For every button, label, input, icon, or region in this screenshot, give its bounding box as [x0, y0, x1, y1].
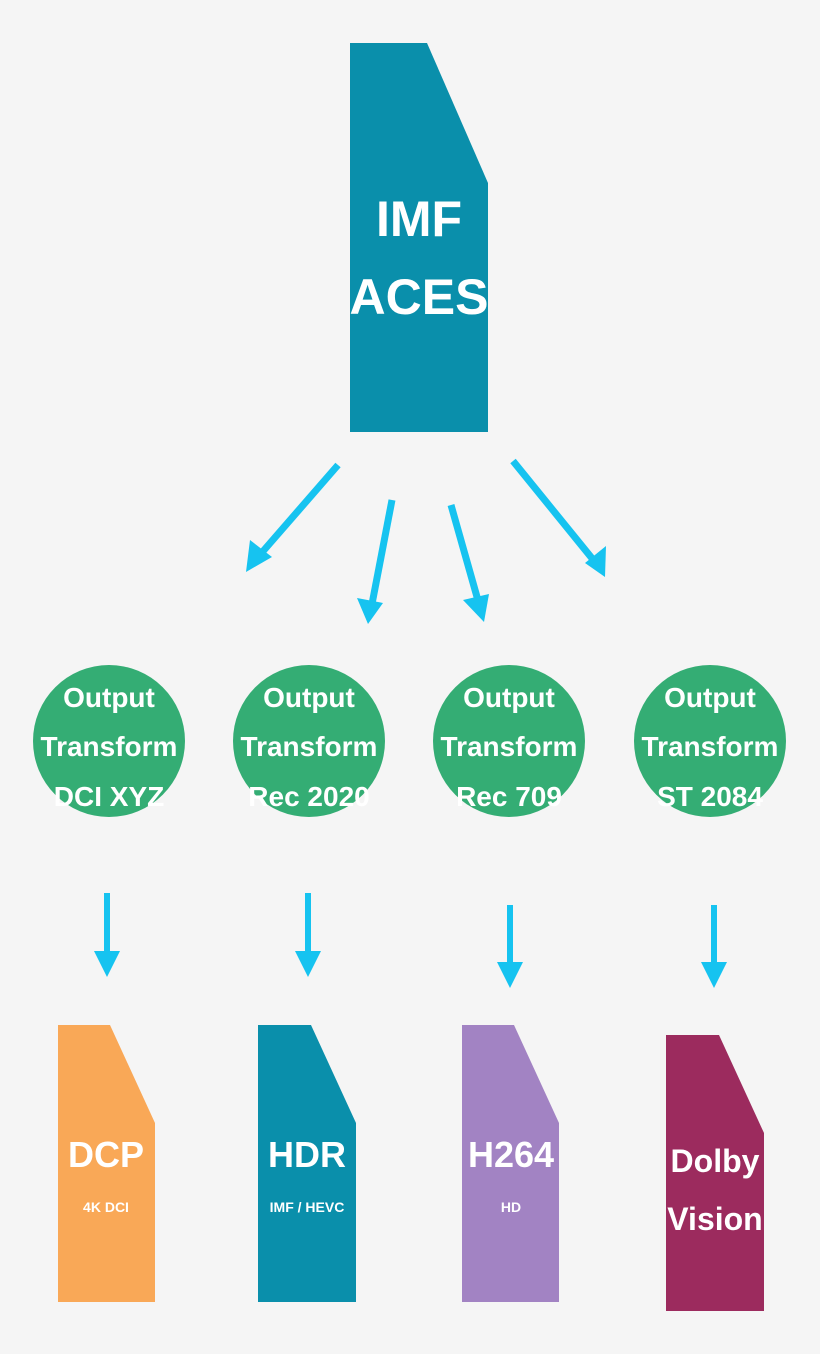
output-title-line2: Vision	[667, 1201, 762, 1237]
transform-circle-rec-2020: Output Transform Rec 2020	[233, 665, 385, 817]
transform-label-line3: ST 2084	[657, 781, 763, 812]
transform-label-line2: Transform	[241, 731, 378, 762]
circle-shape	[233, 665, 385, 817]
document-shape	[462, 1025, 559, 1302]
transform-label-line2: Transform	[642, 731, 779, 762]
arrow-down-h264	[497, 905, 523, 988]
transform-circle-rec-709: Output Transform Rec 709	[433, 665, 585, 817]
fanout-arrows	[246, 458, 606, 624]
arrow-to-rec-2020	[357, 499, 396, 624]
source-label-line2: ACES	[350, 269, 489, 325]
document-shape	[666, 1035, 764, 1311]
transform-circle-dci-xyz: Output Transform DCI XYZ	[33, 665, 185, 817]
circle-shape	[634, 665, 786, 817]
transform-label-line1: Output	[263, 682, 355, 713]
arrow-to-dci-xyz	[246, 462, 341, 572]
output-title-line1: Dolby	[671, 1143, 760, 1179]
output-subtitle: IMF / HEVC	[270, 1199, 345, 1215]
source-label-line1: IMF	[376, 191, 462, 247]
output-title: DCP	[68, 1134, 144, 1175]
output-title: H264	[468, 1134, 554, 1175]
output-document-dolby-vision: Dolby Vision	[666, 1035, 764, 1311]
source-document: IMF ACES	[350, 43, 489, 432]
output-subtitle: 4K DCI	[83, 1199, 129, 1215]
transform-circle-st-2084: Output Transform ST 2084	[634, 665, 786, 817]
transform-label-line3: DCI XYZ	[54, 781, 164, 812]
document-shape	[58, 1025, 155, 1302]
output-title: HDR	[268, 1134, 346, 1175]
arrow-down-hdr	[295, 893, 321, 977]
source-document-shape	[350, 43, 488, 432]
document-shape	[258, 1025, 356, 1302]
circle-shape	[33, 665, 185, 817]
circle-shape	[433, 665, 585, 817]
transform-label-line2: Transform	[41, 731, 178, 762]
transform-label-line3: Rec 2020	[248, 781, 369, 812]
transform-label-line1: Output	[463, 682, 555, 713]
transform-label-line1: Output	[63, 682, 155, 713]
output-subtitle: HD	[501, 1199, 521, 1215]
down-arrows	[94, 893, 727, 988]
transform-label-line2: Transform	[441, 731, 578, 762]
output-document-dcp: DCP 4K DCI	[58, 1025, 155, 1302]
transform-label-line3: Rec 709	[456, 781, 562, 812]
output-document-h264: H264 HD	[462, 1025, 559, 1302]
arrow-down-dcp	[94, 893, 120, 977]
arrow-to-rec-709	[447, 504, 489, 622]
arrow-to-st-2084	[510, 458, 606, 577]
arrow-down-dolby	[701, 905, 727, 988]
transform-label-line1: Output	[664, 682, 756, 713]
output-document-hdr: HDR IMF / HEVC	[258, 1025, 356, 1302]
